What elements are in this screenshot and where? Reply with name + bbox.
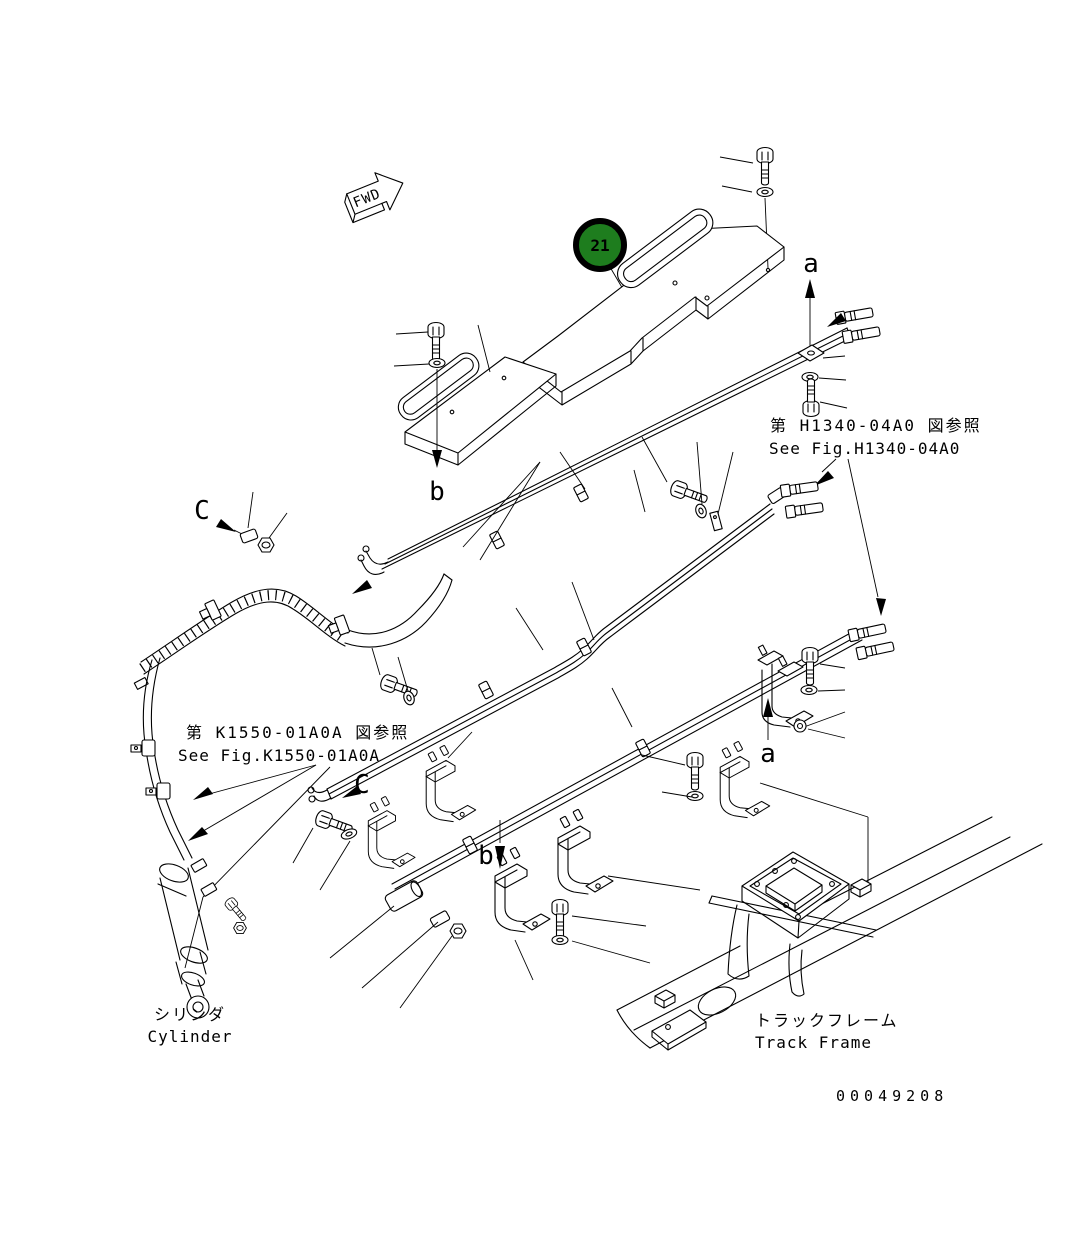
reference-k1550-jp: 第 K1550-01A0A 図参照 bbox=[186, 723, 409, 742]
marker-c-left-letter: C bbox=[194, 496, 210, 526]
clamp-bracket-3 bbox=[494, 846, 551, 933]
upper-tube-bundle bbox=[352, 305, 882, 594]
track-frame-label-en: Track Frame bbox=[755, 1033, 872, 1052]
marker-b-bottom-letter: b bbox=[478, 841, 494, 871]
reference-h1340: 第 H1340-04A0 図参照 See Fig.H1340-04A0 bbox=[769, 416, 982, 616]
bracket-bolt-cluster-lower-left bbox=[292, 808, 359, 891]
lower-tube-bundle bbox=[329, 621, 896, 1009]
pipe-bolt-cluster-right bbox=[641, 436, 734, 532]
reference-h1340-jp: 第 H1340-04A0 図参照 bbox=[770, 416, 982, 435]
marker-a-bottom-letter: a bbox=[760, 739, 776, 769]
clamp-bracket-2 bbox=[425, 744, 477, 823]
track-frame-label: トラックフレーム Track Frame bbox=[755, 1011, 899, 1052]
track-frame-label-jp: トラックフレーム bbox=[755, 1011, 899, 1030]
bracket-bolt-center bbox=[551, 898, 651, 964]
hose-end-fittings bbox=[184, 896, 204, 969]
reference-h1340-en: See Fig.H1340-04A0 bbox=[769, 439, 960, 458]
marker-b-top-letter: b bbox=[429, 477, 445, 507]
fwd-direction-arrow: FWD bbox=[344, 172, 404, 224]
marker-c-middle: C bbox=[342, 770, 370, 800]
reference-k1550: 第 K1550-01A0A 図参照 See Fig.K1550-01A0A bbox=[178, 723, 409, 898]
clamp-bracket-1 bbox=[367, 795, 416, 869]
balloon-number: 21 bbox=[590, 236, 609, 255]
cover-plate-front bbox=[397, 324, 557, 466]
cylinder-assembly bbox=[157, 858, 250, 1019]
document-number: 00049208 bbox=[836, 1087, 948, 1105]
marker-a-top-letter: a bbox=[803, 249, 819, 279]
clamp-bracket-4 bbox=[557, 808, 614, 895]
marker-a-top: a bbox=[797, 249, 848, 418]
marker-a-bottom: a bbox=[760, 698, 776, 769]
cover-plate-rear bbox=[522, 208, 785, 406]
cylinder-label-en: Cylinder bbox=[147, 1027, 232, 1046]
wrapped-hose bbox=[133, 573, 453, 690]
bracket-leaders bbox=[447, 731, 701, 981]
middle-tube-bundle bbox=[307, 479, 825, 803]
reference-k1550-en: See Fig.K1550-01A0A bbox=[178, 746, 380, 765]
front-plate-bolt bbox=[393, 321, 446, 450]
marker-c-left: C bbox=[194, 491, 288, 553]
balloon-circle[interactable] bbox=[573, 218, 627, 272]
hose-assembly bbox=[130, 657, 193, 861]
support-bracket-right bbox=[757, 644, 869, 883]
marker-b-top: b bbox=[429, 450, 445, 507]
pipe-bolt-cluster-left bbox=[371, 647, 421, 706]
track-frame bbox=[616, 816, 1043, 1051]
cylinder-label-jp: シリンダ bbox=[154, 1005, 226, 1024]
bracket-bolt-right bbox=[641, 751, 704, 802]
marker-c-middle-letter: C bbox=[354, 770, 370, 800]
marker-b-bottom: b bbox=[478, 820, 505, 871]
cylinder-label: シリンダ Cylinder bbox=[147, 1005, 232, 1046]
part-balloon-21[interactable]: 21 bbox=[573, 218, 628, 297]
